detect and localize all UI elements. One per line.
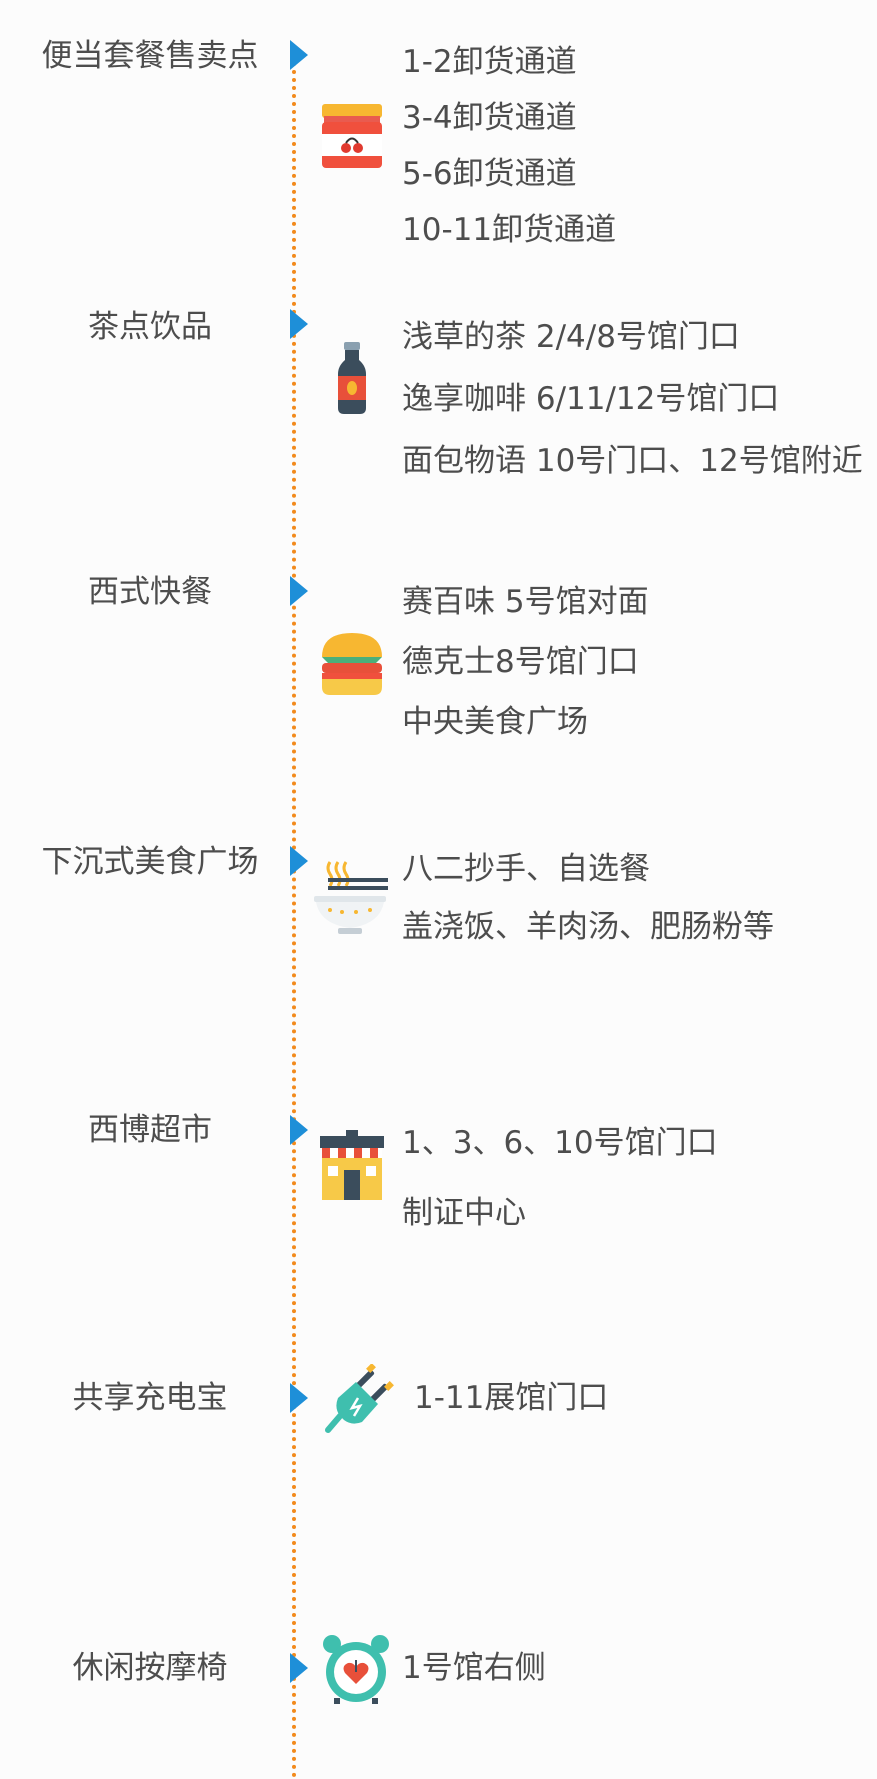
list-item: 5-6卸货通道: [402, 156, 577, 192]
burger-icon: [322, 633, 382, 695]
section-title: 茶点饮品: [88, 309, 212, 345]
section-title: 西博超市: [88, 1112, 212, 1148]
store-icon: [320, 1130, 384, 1200]
list-item: 1号馆右侧: [402, 1650, 546, 1686]
alarm-clock-icon: [323, 1635, 389, 1704]
bottle-icon: [338, 342, 366, 414]
section-title: 西式快餐: [88, 574, 212, 610]
section-lines: 浅草的茶 2/4/8号馆门口 逸享咖啡 6/11/12号馆门口 面包物语 10号…: [402, 306, 863, 492]
jam-jar-icon: [322, 104, 382, 168]
list-item: 盖浇饭、羊肉汤、肥肠粉等: [402, 909, 774, 945]
list-item: 德克士8号馆门口: [402, 644, 639, 680]
noodle-bowl-icon: [314, 861, 388, 934]
list-item: 八二抄手、自选餐: [402, 851, 650, 887]
arrow-marker-icon: [290, 1115, 308, 1145]
list-item: 中央美食广场: [402, 704, 588, 740]
arrow-marker-icon: [290, 40, 308, 70]
section-title: 休闲按摩椅: [72, 1650, 228, 1686]
section-title: 下沉式美食广场: [41, 844, 259, 880]
section-title: 便当套餐售卖点: [41, 38, 259, 74]
arrow-marker-icon: [290, 309, 308, 339]
arrow-marker-icon: [290, 576, 308, 606]
arrow-marker-icon: [290, 1383, 308, 1413]
list-item: 1-2卸货通道: [402, 44, 577, 80]
list-item: 面包物语 10号门口、12号馆附近: [402, 443, 863, 479]
section-lines: 赛百味 5号馆对面 德克士8号馆门口 中央美食广场: [402, 572, 649, 752]
list-item: 10-11卸货通道: [402, 212, 617, 248]
arrow-marker-icon: [290, 846, 308, 876]
list-item: 3-4卸货通道: [402, 100, 577, 136]
list-item: 1、3、6、10号馆门口: [402, 1125, 718, 1161]
section-lines: 1-2卸货通道 3-4卸货通道 5-6卸货通道 10-11卸货通道: [402, 34, 616, 258]
list-item: 赛百味 5号馆对面: [402, 584, 649, 620]
section-lines: 八二抄手、自选餐 盖浇饭、羊肉汤、肥肠粉等: [402, 840, 774, 956]
arrow-marker-icon: [290, 1653, 308, 1683]
section-lines: 1、3、6、10号馆门口 制证中心: [402, 1108, 718, 1248]
list-item: 制证中心: [402, 1195, 526, 1231]
list-item: 逸享咖啡 6/11/12号馆门口: [402, 381, 780, 417]
section-lines: 1-11展馆门口: [414, 1378, 608, 1418]
section-title: 共享充电宝: [72, 1380, 228, 1416]
plug-icon: [325, 1364, 394, 1433]
section-lines: 1号馆右侧: [402, 1648, 546, 1688]
timeline-dotted-line: [292, 62, 296, 1779]
list-item: 1-11展馆门口: [414, 1380, 609, 1416]
list-item: 浅草的茶 2/4/8号馆门口: [402, 319, 740, 355]
